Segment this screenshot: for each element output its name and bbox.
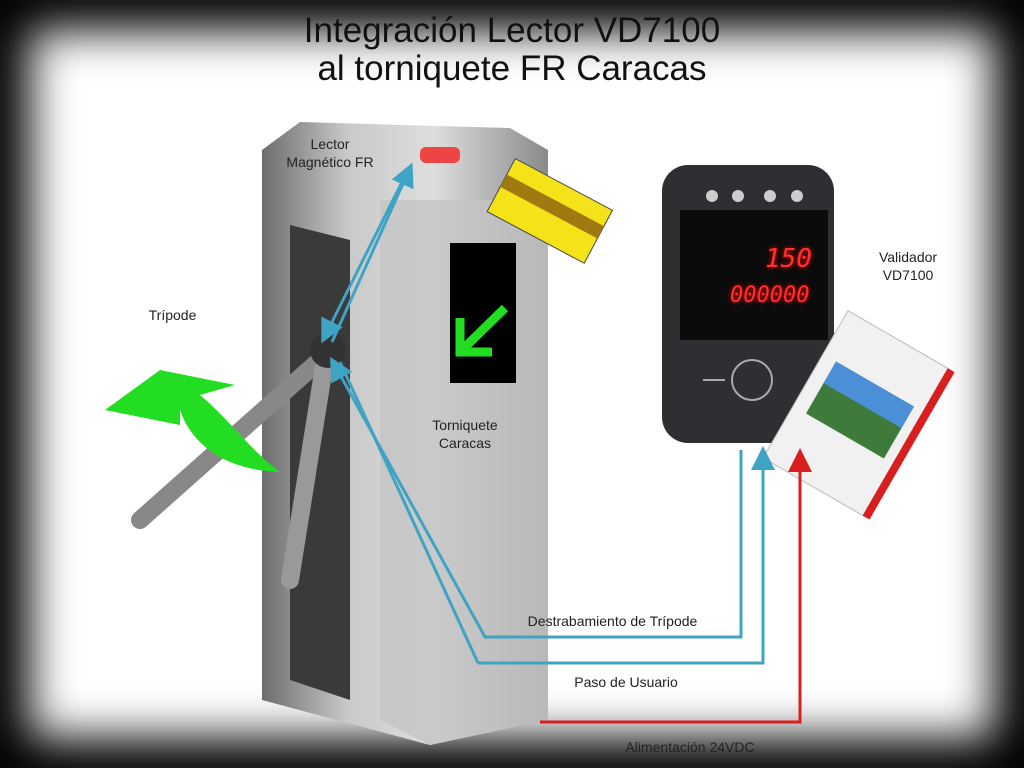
magnetic-card	[486, 157, 614, 264]
label-lector-line1: Lector	[310, 136, 350, 152]
label-alimentacion: Alimentación 24VDC	[625, 739, 755, 755]
label-torniquete-line1: Torniquete	[432, 417, 498, 433]
validator-device	[662, 165, 834, 443]
turnstile	[262, 122, 548, 745]
signal-line-to-tripod	[321, 169, 410, 344]
label-torniquete: Torniquete Caracas	[415, 416, 515, 452]
validator-display-line1: 150	[765, 244, 812, 274]
label-torniquete-line2: Caracas	[438, 435, 492, 451]
validator-display-line2: 000000	[730, 283, 810, 308]
magnetic-reader-slot	[420, 147, 460, 163]
label-paso: Paso de Usuario	[574, 674, 678, 690]
label-validador-line1: Validador	[878, 249, 938, 265]
label-validador-line2: VD7100	[882, 267, 934, 283]
title-line-2: al torniquete FR Caracas	[317, 49, 707, 88]
label-validador: Validador VD7100	[858, 248, 958, 284]
label-destrabamiento: Destrabamiento de Trípode	[527, 613, 698, 629]
label-lector: Lector Magnético FR	[275, 135, 385, 171]
rotation-arrow-icon	[105, 370, 280, 472]
green-arrow-icon	[455, 304, 509, 357]
signal-line-to-reader	[330, 162, 414, 343]
power-line	[540, 448, 812, 724]
title-line-1: Integración Lector VD7100	[303, 11, 721, 50]
label-tripode: Trípode	[148, 307, 197, 323]
pass-line	[478, 446, 775, 665]
pass-line-origin	[338, 361, 480, 664]
unlock-line	[330, 356, 743, 639]
label-lector-line2: Magnético FR	[286, 154, 374, 170]
page-title: Integración Lector VD7100 al torniquete …	[0, 12, 1024, 88]
connection-lines	[321, 162, 812, 724]
